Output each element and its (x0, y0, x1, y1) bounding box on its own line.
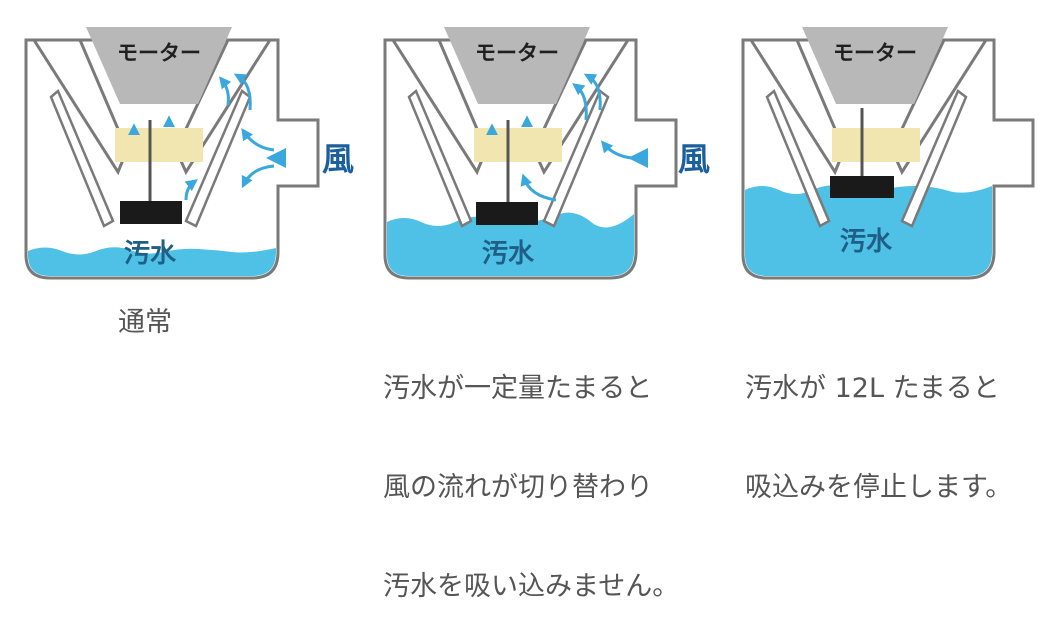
panel-stop: モーター 汚水 (741, 27, 1035, 280)
airflow-arrow (600, 140, 633, 160)
float (120, 201, 182, 224)
airflow-arrow (233, 73, 252, 111)
airflow-arrow (520, 173, 557, 202)
baffle-left (407, 88, 473, 228)
filter (474, 128, 562, 162)
airflow-arrow (241, 164, 275, 189)
motor-label: モーター (475, 41, 559, 65)
airflow-arrow (219, 76, 232, 106)
filter (832, 128, 920, 162)
caption-water-collected: 汚水が一定量たまると 風の流れが切り替わり 汚水を吸い込みません。 (383, 306, 679, 636)
sewage-tank-diagram: モーター 汚水 風 モーター 汚水 (24, 27, 1035, 280)
caption-normal: 通常 (118, 307, 172, 338)
panel-normal: モーター 汚水 風 (24, 27, 354, 280)
water (387, 212, 634, 276)
airflow-arrow (184, 179, 198, 201)
water (745, 185, 992, 276)
airflow-arrow (241, 128, 275, 152)
water-label: 汚水 (482, 239, 535, 269)
caption-line: 汚水を吸い込みません。 (383, 571, 680, 602)
airflow-arrow (572, 83, 588, 121)
float (476, 202, 538, 225)
water-label: 汚水 (124, 239, 177, 269)
baffle-left (765, 88, 831, 228)
wind-label: 風 (322, 140, 354, 178)
motor-housing (802, 27, 948, 104)
baffle-left (49, 88, 115, 228)
caption-line: 風の流れが切り替わり (383, 472, 653, 503)
airflow-arrow (583, 73, 602, 111)
motor-label: モーター (117, 41, 201, 65)
float (830, 176, 894, 198)
baffle-right (900, 89, 968, 228)
caption-line: 吸込みを停止します。 (745, 472, 1013, 503)
caption-line: 汚水が 12L たまると (745, 373, 1000, 404)
motor-housing (444, 27, 590, 104)
motor-housing (86, 27, 232, 104)
motor-label: モーター (833, 41, 917, 65)
baffle-right (542, 89, 610, 228)
baffle-right (184, 89, 252, 228)
filter (115, 128, 203, 162)
water (28, 247, 276, 276)
caption-line: 汚水が一定量たまると (383, 373, 653, 404)
wind-label: 風 (678, 140, 710, 178)
panel-water-collected: モーター 汚水 風 (383, 27, 710, 280)
water-label: 汚水 (840, 227, 893, 257)
caption-stop: 汚水が 12L たまると 吸込みを停止します。 (745, 306, 1012, 537)
